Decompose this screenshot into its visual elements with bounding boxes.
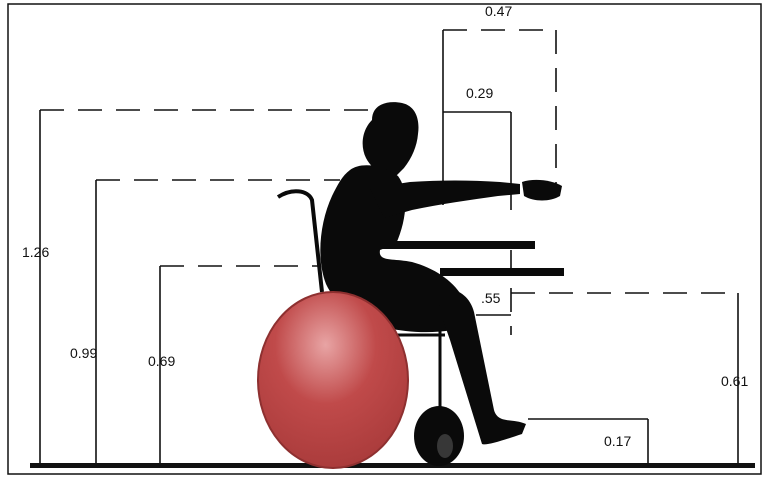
floor-line [30, 463, 755, 468]
label-table-height: 0.61 [721, 373, 748, 389]
diagram-frame [7, 3, 762, 475]
label-shoulder-height: 0.99 [70, 345, 97, 361]
label-knee-clearance: .55 [481, 290, 501, 306]
label-reach-forward: 0.47 [485, 3, 512, 19]
rear-wheel [257, 291, 409, 469]
dimension-shoulder-height [95, 179, 340, 463]
dimension-armrest-height [159, 265, 318, 463]
label-overall-height: 1.26 [22, 244, 49, 260]
label-armrest-height: 0.69 [148, 353, 175, 369]
dimension-overall-height [39, 109, 385, 463]
dimension-reach-forward [442, 29, 557, 205]
label-reach-table: 0.29 [466, 85, 493, 101]
caster-wheel [414, 406, 464, 466]
caster-wheel-highlight [437, 434, 453, 458]
lower-table-edge [440, 268, 564, 276]
label-toe-clearance: 0.17 [604, 433, 631, 449]
person-silhouette [320, 102, 562, 445]
upper-table-edge [380, 241, 535, 249]
wheelchair-frame [276, 189, 445, 408]
dimension-table-height [511, 292, 739, 463]
dimension-toe-clearance [528, 418, 649, 463]
